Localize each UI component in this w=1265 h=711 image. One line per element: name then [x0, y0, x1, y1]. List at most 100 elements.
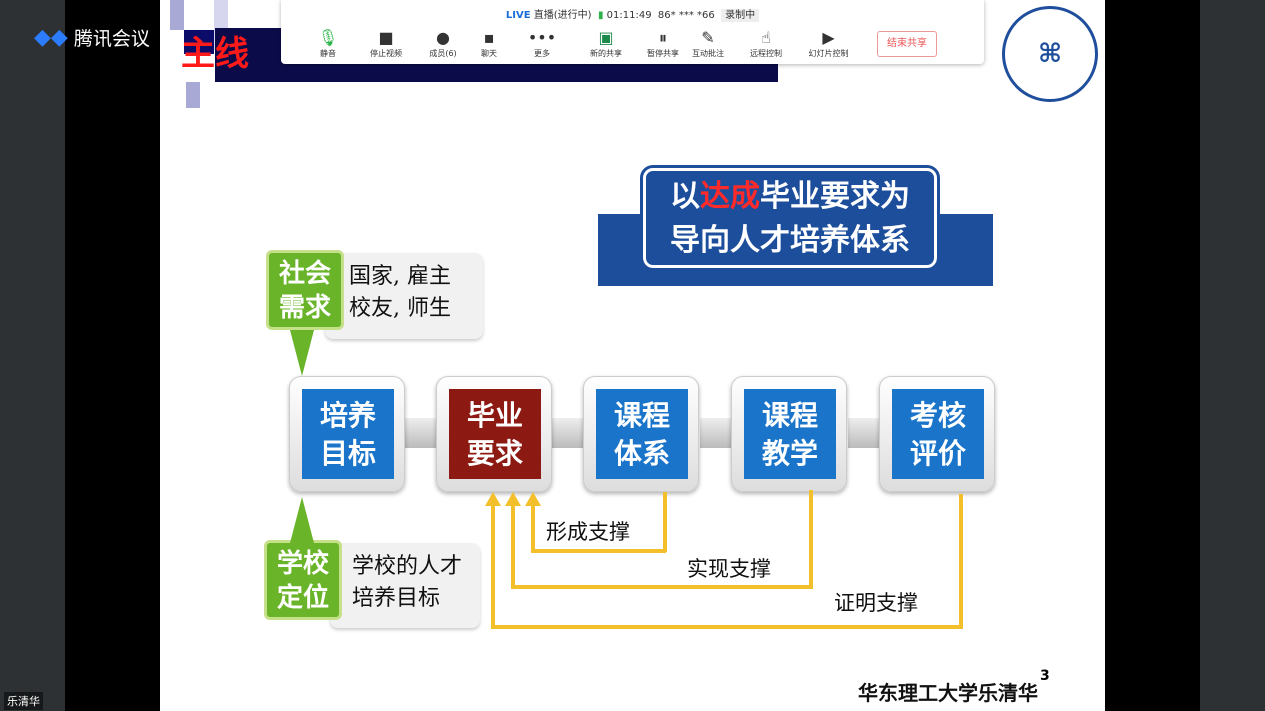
new-share-button[interactable]: ▣ 新的共享: [581, 28, 631, 59]
annotate-icon: ✎: [701, 28, 715, 47]
box-course-teaching: 课程教学: [731, 376, 847, 492]
box-training-objectives: 培养目标: [289, 376, 405, 492]
social-needs-note: 国家, 雇主校友, 师生: [325, 253, 483, 339]
box-graduation-requirements: 毕业要求: [436, 376, 552, 492]
label: 暂停共享: [647, 49, 679, 58]
decor-square: [170, 0, 184, 30]
live-badge: LIVE: [505, 10, 531, 21]
support-line: [809, 490, 813, 588]
meeting-id: 86* *** *66: [657, 10, 715, 21]
support-label-realize: 实现支撑: [683, 553, 775, 583]
mute-button[interactable]: 🎙 静音: [303, 28, 353, 59]
microphone-icon: 🎙: [317, 28, 339, 47]
support-line: [491, 505, 495, 629]
arrowhead: [485, 492, 501, 506]
label: 成员(6): [429, 49, 457, 58]
arrowhead: [505, 492, 521, 506]
ecust-logo: ⌘: [1002, 6, 1098, 102]
label: 新的共享: [590, 49, 622, 58]
box-text: 培养: [319, 399, 376, 432]
support-line: [511, 585, 813, 589]
support-line: [491, 625, 963, 629]
box-text: 体系: [613, 437, 670, 470]
stop-video-button[interactable]: ■ 停止视频: [361, 28, 411, 59]
support-label-form: 形成支撑: [542, 516, 634, 546]
members-icon: ●: [436, 28, 450, 47]
decor-square: [184, 30, 214, 54]
support-line: [959, 494, 963, 628]
note-line: 培养目标: [352, 586, 441, 611]
signal-icon: ▮: [597, 10, 604, 21]
badge-text: 社会: [278, 259, 331, 289]
heading-line2: 导向人才培养体系: [670, 223, 910, 258]
brand-name: 腾讯会议: [73, 28, 150, 50]
note-line: 国家, 雇主: [349, 264, 451, 289]
box-text: 目标: [319, 437, 376, 470]
connector: [400, 418, 440, 448]
box-text: 教学: [761, 437, 818, 470]
school-position-badge: 学校定位: [264, 540, 342, 620]
arrow-down: [290, 330, 314, 376]
support-line: [531, 505, 535, 553]
chat-icon: ▪: [483, 28, 495, 47]
support-line: [663, 492, 667, 552]
box-text: 评价: [909, 437, 966, 470]
end-share-button[interactable]: 结束共享: [877, 31, 937, 57]
social-needs-badge: 社会需求: [266, 250, 344, 330]
tencent-meeting-logo-icon: ◆◆: [34, 25, 68, 50]
recording-status[interactable]: 录制中: [721, 9, 760, 22]
slide-control-button[interactable]: ▶ 幻灯片控制: [801, 28, 856, 59]
note-line: 学校的人才: [352, 554, 463, 579]
support-line: [511, 505, 515, 589]
arrowhead: [525, 492, 541, 506]
heading-text: 以: [670, 179, 700, 214]
box-assessment: 考核评价: [879, 376, 995, 492]
support-line: [531, 549, 666, 553]
label: 停止视频: [370, 49, 402, 58]
label: 更多: [534, 49, 550, 58]
box-text: 课程: [613, 399, 670, 432]
pause-share-button[interactable]: ⏸ 暂停共享: [638, 28, 688, 59]
remote-control-icon: ☝: [761, 28, 771, 47]
left-margin: [0, 0, 65, 711]
meeting-duration: 01:11:49: [606, 10, 652, 21]
box-text: 考核: [909, 399, 966, 432]
badge-text: 定位: [276, 583, 329, 613]
video-camera-icon: ■: [378, 28, 394, 47]
page-number: 3: [1040, 668, 1050, 684]
new-share-icon: ▣: [598, 28, 614, 47]
label: 远程控制: [750, 49, 782, 58]
heading-highlight: 达成: [700, 179, 760, 214]
support-label-prove: 证明支撑: [830, 587, 922, 617]
meeting-toolbar: LIVE 直播(进行中) ▮ 01:11:49 86* *** *66 录制中 …: [281, 0, 984, 64]
annotate-button[interactable]: ✎ 互动批注: [683, 28, 733, 59]
pause-share-icon: ⏸: [658, 28, 667, 47]
ribbon-heading: 以达成毕业要求为 导向人才培养体系: [640, 165, 940, 271]
label: 聊天: [481, 49, 497, 58]
more-button[interactable]: ••• 更多: [517, 28, 567, 59]
slide-signature: 华东理工大学乐清华: [858, 681, 1038, 705]
label: 幻灯片控制: [808, 49, 849, 58]
label: 静音: [320, 49, 336, 58]
school-position-note: 学校的人才培养目标: [330, 543, 480, 628]
live-status: 直播(进行中): [533, 10, 592, 21]
participant-name: 乐清华: [4, 692, 43, 710]
box-curriculum-system: 课程体系: [583, 376, 699, 492]
decor-square: [186, 82, 200, 108]
box-text: 要求: [466, 437, 523, 470]
slide-control-icon: ▶: [822, 28, 835, 47]
right-margin: [1200, 0, 1265, 711]
arrow-up: [290, 497, 314, 543]
app-brand: ◆◆ 腾讯会议: [34, 24, 150, 51]
badge-text: 需求: [278, 293, 331, 323]
box-text: 课程: [761, 399, 818, 432]
note-line: 校友, 师生: [349, 296, 451, 321]
chat-button[interactable]: ▪ 聊天: [464, 28, 514, 59]
more-icon: •••: [527, 28, 557, 47]
label: 互动批注: [692, 49, 724, 58]
slide-title-banner: 主线: [181, 34, 249, 74]
heading-text: 毕业要求为: [760, 179, 910, 214]
box-text: 毕业: [466, 399, 523, 432]
members-button[interactable]: ● 成员(6): [418, 28, 468, 59]
remote-control-button[interactable]: ☝ 远程控制: [741, 28, 791, 59]
